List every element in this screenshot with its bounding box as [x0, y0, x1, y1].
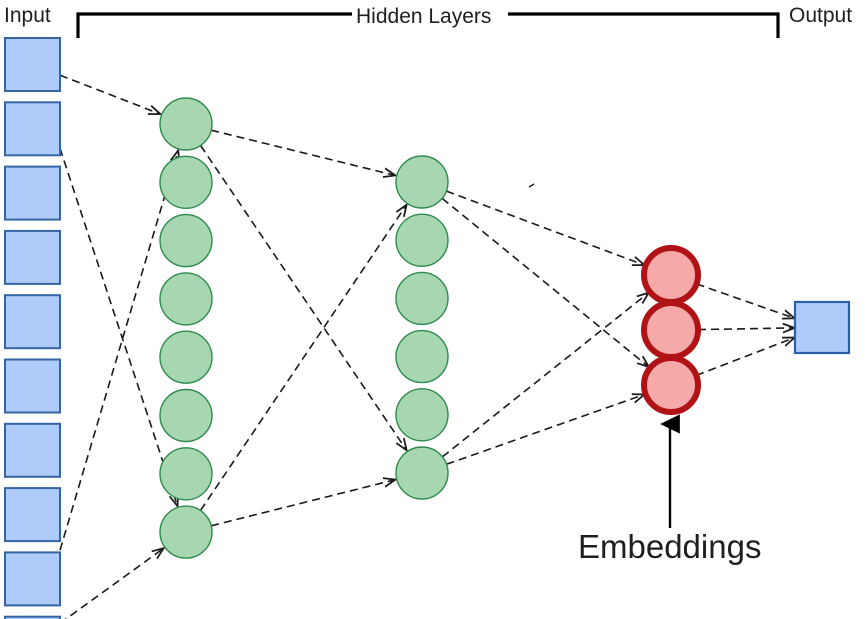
edge-hidden-layer-2-to-embedding-layer	[441, 293, 648, 458]
edge-hidden-layer-1-to-hidden-layer-2	[199, 145, 407, 450]
hidden-layer-2-node-3[interactable]	[395, 271, 449, 326]
hidden-layer-1-node-7[interactable]	[159, 447, 213, 501]
input-layer-node-8[interactable]	[4, 487, 61, 543]
embedding-layer-node-2[interactable]	[641, 300, 701, 360]
input-layer-node-1[interactable]	[4, 37, 61, 92]
hidden-layer-2-node-1[interactable]	[395, 155, 449, 209]
hidden-layer-2-node-5[interactable]	[395, 388, 449, 442]
layer-nodes	[4, 37, 851, 619]
edge-hidden-layer-2-to-embedding-layer	[446, 395, 644, 466]
edge-input-layer-to-hidden-layer-1	[59, 151, 178, 551]
hidden-layers-label: Hidden Layers	[356, 5, 491, 28]
edge-hidden-layer-1-to-hidden-layer-2	[211, 480, 395, 527]
hidden-layer-2-node-2[interactable]	[395, 213, 449, 267]
edge-hidden-layer-1-to-hidden-layer-2	[211, 129, 395, 175]
hidden-layer-1-node-6[interactable]	[159, 388, 213, 443]
edge-hidden-layer-1-to-hidden-layer-2	[199, 205, 407, 511]
input-layer-node-5[interactable]	[4, 294, 61, 350]
hidden-layer-1-node-2[interactable]	[159, 155, 213, 210]
hidden-layer-2-node-4[interactable]	[395, 329, 449, 384]
embedding-layer-node-1[interactable]	[641, 245, 701, 305]
hidden-layer-1-node-4[interactable]	[159, 272, 213, 326]
edge-embedding-layer-to-output-layer	[696, 283, 795, 318]
input-layer-node-6[interactable]	[4, 358, 61, 414]
stray-dash-artifact	[528, 183, 535, 188]
output-label: Output	[789, 4, 852, 27]
input-layer-node-7[interactable]	[4, 422, 61, 478]
edge-hidden-layer-2-to-embedding-layer	[446, 190, 643, 265]
edge-input-layer-to-hidden-layer-1	[59, 148, 177, 505]
input-layer-node-2[interactable]	[4, 101, 61, 157]
hidden-layer-1-node-5[interactable]	[159, 330, 213, 384]
edge-input-layer-to-hidden-layer-1	[59, 74, 160, 114]
input-label: Input	[4, 4, 51, 27]
edge-embedding-layer-to-output-layer	[697, 328, 794, 330]
embedding-layer-node-3[interactable]	[641, 355, 701, 415]
hidden-layer-1-node-3[interactable]	[159, 213, 213, 268]
edge-input-layer-to-hidden-layer-1	[64, 549, 163, 619]
bracket-right-segment	[508, 12, 780, 38]
input-layer-node-10[interactable]	[4, 615, 61, 619]
input-layer-node-9[interactable]	[4, 551, 61, 607]
bracket-left-segment	[76, 12, 352, 38]
hidden-layer-2-node-6[interactable]	[395, 446, 449, 500]
input-layer-node-3[interactable]	[4, 165, 61, 221]
hidden-layer-1-node-8[interactable]	[159, 505, 213, 559]
input-layer-node-4[interactable]	[4, 229, 61, 285]
edge-embedding-layer-to-output-layer	[695, 338, 794, 377]
hidden-layer-1-node-1[interactable]	[159, 97, 213, 151]
output-layer-node-1[interactable]	[793, 300, 851, 355]
connection-edges	[59, 74, 795, 619]
hidden-layers-bracket	[76, 12, 780, 38]
embeddings-label: Embeddings	[578, 528, 761, 565]
edge-hidden-layer-2-to-embedding-layer	[441, 197, 648, 366]
